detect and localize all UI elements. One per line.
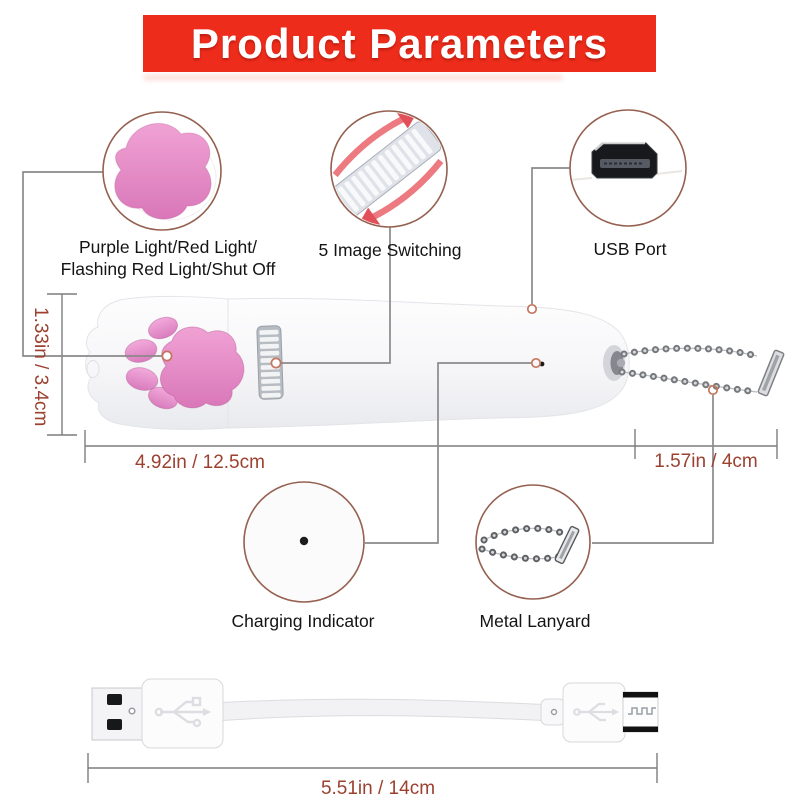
scroll-wheel-icon <box>332 112 444 226</box>
dimension-cable-length <box>87 753 658 783</box>
label-paw-buttons-line2: Flashing Red Light/Shut Off <box>60 259 276 279</box>
device-body <box>227 297 630 429</box>
dim-body-length: 4.92in / 12.5cm <box>135 452 265 473</box>
marker-charging <box>530 357 542 369</box>
micro-usb-connector <box>540 682 659 743</box>
chain-end-tab <box>757 349 785 397</box>
page-title: Product Parameters <box>190 19 609 67</box>
label-metal-lanyard: Metal Lanyard <box>479 611 591 631</box>
ball-chain-icon <box>478 524 580 565</box>
banner-reflection <box>143 74 563 81</box>
callout-line-wheel <box>281 227 391 364</box>
marker-paw <box>161 350 173 362</box>
marker-lanyard <box>707 384 719 396</box>
label-paw-buttons: Purple Light/Red Light/ Flashing Red Lig… <box>30 236 306 280</box>
callout-line-usb <box>531 167 571 304</box>
charging-dot-icon <box>299 536 309 546</box>
marker-wheel <box>270 357 282 369</box>
callout-lines <box>22 167 714 544</box>
usb-port-icon <box>571 141 683 181</box>
title-banner: Product Parameters <box>143 15 656 72</box>
usb-cable-icon <box>91 678 659 749</box>
dim-lanyard-length: 1.57in / 4cm <box>654 451 758 472</box>
zoom-circles <box>102 109 687 603</box>
ball-chain-lanyard <box>618 344 785 397</box>
paw-pad-icon <box>114 123 217 221</box>
usb-a-connector <box>91 678 224 749</box>
dimension-lines <box>47 293 778 783</box>
callout-line-paw <box>22 171 162 357</box>
callout-markers <box>161 303 719 396</box>
laser-aperture <box>86 360 100 378</box>
label-charging-indicator: Charging Indicator <box>231 611 375 631</box>
dim-head-height: 1.33in / 3.4cm <box>30 307 51 427</box>
dim-cable-length: 5.51in / 14cm <box>320 778 436 799</box>
scroll-wheel <box>256 325 284 400</box>
dimension-body-length <box>84 429 778 463</box>
usb-trident-icon <box>154 696 211 728</box>
big-paw-pad <box>159 326 245 409</box>
callout-line-lanyard <box>592 395 714 544</box>
dimension-head-height <box>47 293 77 436</box>
callout-line-charging <box>365 362 531 544</box>
label-image-switching: 5 Image Switching <box>318 240 462 260</box>
marker-usb <box>526 303 538 315</box>
label-paw-buttons-line1: Purple Light/Red Light/ <box>78 237 258 257</box>
label-usb-port: USB Port <box>593 239 667 259</box>
